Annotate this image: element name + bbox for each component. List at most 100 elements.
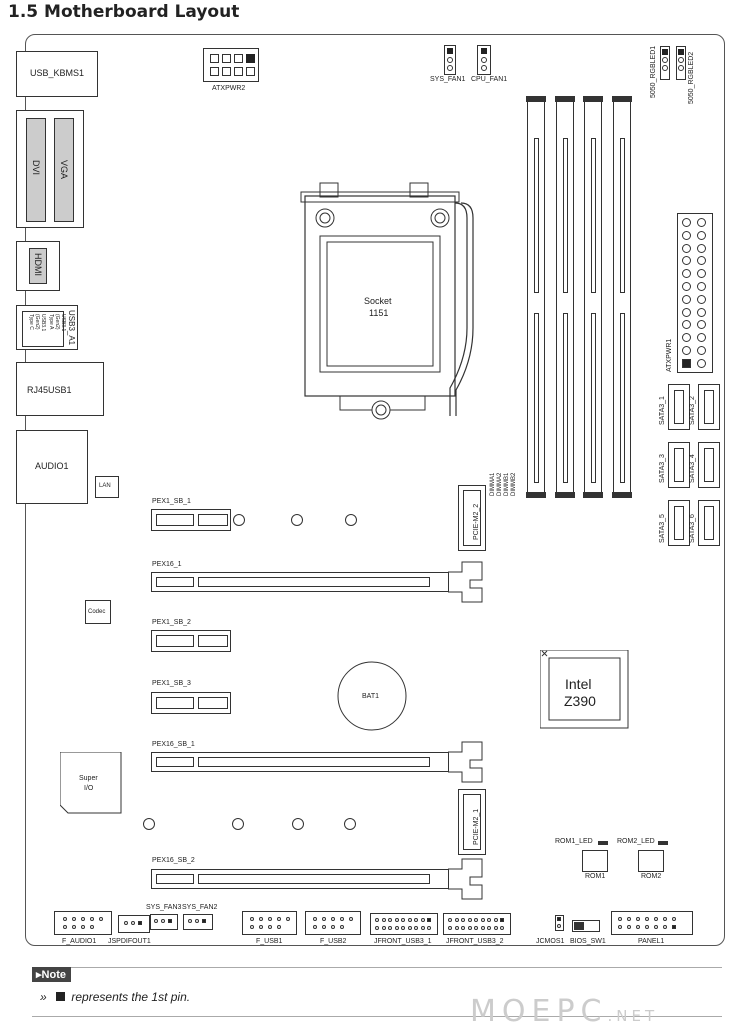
header-pin: [487, 926, 491, 930]
atx-pin: [682, 282, 691, 291]
header-pin: [259, 925, 263, 929]
header-pin: [672, 925, 676, 929]
header-pin: [161, 919, 165, 923]
pex1-sb-2-slot: [151, 630, 231, 652]
header-pin: [154, 919, 158, 923]
header-pin: [268, 925, 272, 929]
header-pin: [500, 918, 504, 922]
header-pin: [322, 925, 326, 929]
header-pin: [268, 917, 272, 921]
atx-pin: [682, 333, 691, 343]
watermark: MOEPC.NET: [470, 994, 658, 1029]
usb3-a1-label: USB3_A1: [67, 310, 76, 346]
header-pin: [381, 926, 386, 930]
header-pin: [313, 925, 317, 929]
f-usb2-header: [305, 911, 361, 935]
note-tag-label: Note: [41, 969, 66, 981]
dimm-a1-label: DIMMA1: [490, 472, 496, 496]
header-pin: [388, 926, 392, 930]
header-pin: [381, 918, 386, 922]
jcmos1-label: JCMOS1: [536, 938, 565, 945]
header-pin: [487, 918, 491, 922]
sata3-1-port: [668, 384, 690, 430]
header-pin: [420, 918, 425, 922]
header-pin: [188, 919, 192, 923]
dvi-connector: [26, 118, 46, 222]
usb3-sub6: Type C: [28, 314, 34, 330]
atx-pin: [682, 269, 691, 279]
sata3-5-port: [668, 500, 690, 546]
sata3-6-label: SATA3_6: [689, 514, 696, 543]
pex16-sb-2-label: PEX16_SB_2: [152, 857, 195, 864]
header-pin: [394, 918, 399, 922]
f-usb1-label: F_USB1: [256, 938, 283, 945]
jfront-usb3-1-header: [370, 913, 438, 935]
jfront-usb3-1-label: JFRONT_USB3_1: [374, 938, 432, 945]
usb-kbms-port: [16, 51, 98, 97]
pcie-m2-2-label: PCIE-M2_2: [473, 503, 480, 540]
pex1-sb-3-label: PEX1_SB_3: [152, 680, 191, 687]
sys-fan1-label: SYS_FAN1: [430, 76, 466, 83]
socket-label-1: Socket: [364, 296, 392, 306]
header-pin: [636, 917, 640, 921]
rom2-led-label: ROM2_LED: [617, 838, 655, 845]
pex16-1-label: PEX16_1: [152, 561, 182, 568]
header-pin: [375, 926, 379, 930]
header-pin: [427, 918, 431, 922]
hdmi-connector: [29, 248, 47, 284]
header-pin: [72, 925, 76, 929]
header-pin: [349, 917, 353, 921]
atx-pin: [697, 256, 706, 266]
atx-pin: [682, 358, 691, 368]
atx-pin: [697, 218, 706, 227]
f-audio1-label: F_AUDIO1: [62, 938, 97, 945]
header-pin: [168, 919, 172, 923]
header-pin: [474, 918, 478, 922]
header-pin: [63, 925, 67, 929]
super-io-label-1: Super: [79, 775, 98, 782]
audio-port: [16, 430, 88, 504]
first-pin-icon: [56, 992, 66, 1001]
header-pin: [645, 917, 649, 921]
header-pin: [618, 917, 622, 921]
header-pin: [448, 918, 452, 922]
header-pin: [663, 917, 667, 921]
header-pin: [286, 917, 290, 921]
header-pin: [493, 918, 498, 922]
header-pin: [331, 925, 335, 929]
rom1-led-label: ROM1_LED: [555, 838, 593, 845]
panel1-header: [611, 911, 693, 935]
dvi-label: DVI: [31, 160, 41, 176]
rj45-label: RJ45USB1: [27, 385, 72, 395]
page-title: 1.5 Motherboard Layout: [8, 2, 240, 22]
sys-fan3-label: SYS_FAN3: [146, 904, 182, 911]
header-pin: [672, 917, 676, 921]
rom2-label: ROM2: [641, 873, 662, 880]
socket-label-2: 1151: [369, 308, 389, 318]
header-pin: [448, 926, 452, 930]
rgbled1-label: 5050_RGBLED1: [650, 45, 657, 98]
header-pin: [557, 924, 561, 928]
note-tag: ▸Note: [32, 967, 71, 982]
hdmi-label: HDMI: [33, 253, 43, 276]
header-pin: [90, 925, 94, 929]
dimm-slot-b1: [583, 96, 603, 498]
f-usb2-label: F_USB2: [320, 938, 347, 945]
intel-chipset: [540, 650, 629, 729]
atx-pin: [697, 294, 706, 304]
sata3-3-port: [668, 442, 690, 488]
pcie-m2-1-label: PCIE-M2_1: [473, 808, 480, 845]
sata3-5-label: SATA3_5: [659, 514, 666, 543]
atx-pin: [697, 358, 706, 368]
atx-pin: [682, 320, 691, 330]
header-pin: [313, 917, 317, 921]
usb-kbms-label: USB_KBMS1: [30, 68, 85, 78]
header-pin: [138, 921, 142, 925]
rom2-chip: [638, 850, 664, 872]
header-pin: [99, 917, 103, 921]
header-pin: [627, 917, 631, 921]
pcie-m2-1-inner: [463, 794, 481, 850]
header-pin: [401, 918, 405, 922]
header-pin: [414, 926, 418, 930]
rom1-led: [598, 841, 608, 845]
